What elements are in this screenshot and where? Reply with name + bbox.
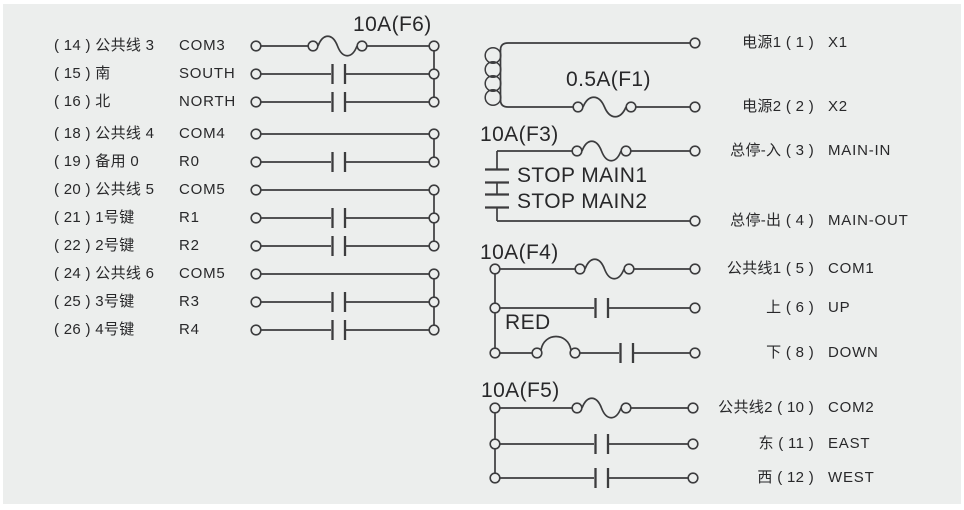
power-section: [484, 37, 701, 118]
row-r0-contact: [261, 152, 429, 172]
right-row-x2-cn-label: 电源2 ( 2 ): [742, 98, 814, 115]
left-row-25-code-label: R3: [179, 293, 200, 310]
row-south-contact: [261, 64, 429, 84]
right-row-west-code-label: WEST: [828, 469, 875, 486]
fuse-f3-symbol: [581, 140, 622, 162]
left-row-24-cn-label: ( 24 ) 公共线 6: [54, 265, 155, 282]
left-row-26-cn-label: ( 26 ) 4号键: [54, 321, 135, 338]
left-row-25-cn-label: ( 25 ) 3号键: [54, 293, 135, 310]
fuse-f1-symbol: [582, 96, 627, 118]
row-r2-contact: [261, 236, 429, 256]
row-r3-contact: [261, 292, 429, 312]
main-stop-section: [485, 140, 701, 227]
left-terminal-rows: [250, 35, 440, 340]
right-row-mainin-code-label: MAIN-IN: [828, 142, 892, 159]
right-row-up-code-label: UP: [828, 299, 851, 316]
row-east-contact: [500, 434, 699, 454]
row-north-contact: [261, 92, 429, 112]
right-row-mainin-cn-label: 总停-入 ( 3 ): [730, 142, 814, 159]
left-row-20-code-label: COM5: [179, 181, 226, 198]
fuse-f4-label: 10A(F4): [480, 241, 559, 264]
row-r1-contact: [261, 208, 429, 228]
stop-main2-label: STOP MAIN2: [517, 190, 648, 213]
fuse-f5-symbol: [581, 397, 622, 419]
red-jumper-arc: [540, 335, 572, 351]
right-row-x1-cn-label: 电源1 ( 1 ): [742, 34, 814, 51]
left-row-16-code-label: NORTH: [179, 93, 237, 110]
fuse-f6-label: 10A(F6): [353, 13, 432, 36]
left-row-14-cn-label: ( 14 ) 公共线 3: [54, 37, 155, 54]
red-jumper-label: RED: [505, 311, 551, 334]
fuse-f3-label: 10A(F3): [480, 123, 559, 146]
row-up-contact: [500, 298, 701, 318]
right-row-east-code-label: EAST: [828, 435, 871, 452]
right-row-up-cn-label: 上 ( 6 ): [766, 299, 814, 316]
left-row-22-code-label: R2: [179, 237, 200, 254]
left-row-19-cn-label: ( 19 ) 备用 0: [54, 153, 139, 170]
right-row-com1-cn-label: 公共线1 ( 5 ): [726, 260, 814, 277]
left-row-15-code-label: SOUTH: [179, 65, 236, 82]
right-row-down-code-label: DOWN: [828, 344, 879, 361]
left-row-21-code-label: R1: [179, 209, 200, 226]
left-row-20-cn-label: ( 20 ) 公共线 5: [54, 181, 155, 198]
left-row-26-code-label: R4: [179, 321, 200, 338]
wiring-diagram-panel: [3, 4, 961, 504]
row-down-contact: [500, 335, 701, 363]
right-row-east-cn-label: 东 ( 11 ): [758, 435, 814, 452]
left-row-14-code-label: COM3: [179, 37, 226, 54]
right-row-west-cn-label: 西 ( 12 ): [757, 469, 814, 486]
left-row-22-cn-label: ( 22 ) 2号键: [54, 237, 135, 254]
left-row-19-code-label: R0: [179, 153, 200, 170]
right-row-mainout-code-label: MAIN-OUT: [828, 212, 909, 229]
row-com3-fuse-f6: [261, 35, 429, 57]
left-row-18-cn-label: ( 18 ) 公共线 4: [54, 125, 155, 142]
left-row-15-cn-label: ( 15 ) 南: [54, 65, 111, 82]
fuse-f6-symbol: [317, 35, 358, 57]
fuse-f4-symbol: [584, 258, 625, 280]
coil-symbol: [484, 46, 502, 107]
right-row-com1-code-label: COM1: [828, 260, 875, 277]
stop-main1-contact: [485, 168, 509, 184]
left-row-24-code-label: COM5: [179, 265, 226, 282]
right-row-x2-code-label: X2: [828, 98, 848, 115]
eastwest-section: [489, 397, 699, 488]
stop-main1-label: STOP MAIN1: [517, 164, 648, 187]
row-west-contact: [500, 468, 699, 488]
right-row-mainout-cn-label: 总停-出 ( 4 ): [730, 212, 814, 229]
left-block-terminals: [250, 40, 440, 336]
updown-section: [489, 258, 701, 363]
fuse-f1-label: 0.5A(F1): [566, 68, 651, 91]
right-row-down-cn-label: 下 ( 8 ): [766, 344, 814, 361]
left-row-21-cn-label: ( 21 ) 1号键: [54, 209, 135, 226]
right-row-x1-code-label: X1: [828, 34, 848, 51]
left-row-18-code-label: COM4: [179, 125, 226, 142]
stop-main2-contact: [485, 193, 509, 209]
row-r4-contact: [261, 320, 429, 340]
right-row-com2-cn-label: 公共线2 ( 10 ): [718, 399, 814, 416]
left-row-16-cn-label: ( 16 ) 北: [54, 93, 111, 110]
right-row-com2-code-label: COM2: [828, 399, 875, 416]
fuse-f5-label: 10A(F5): [481, 379, 560, 402]
